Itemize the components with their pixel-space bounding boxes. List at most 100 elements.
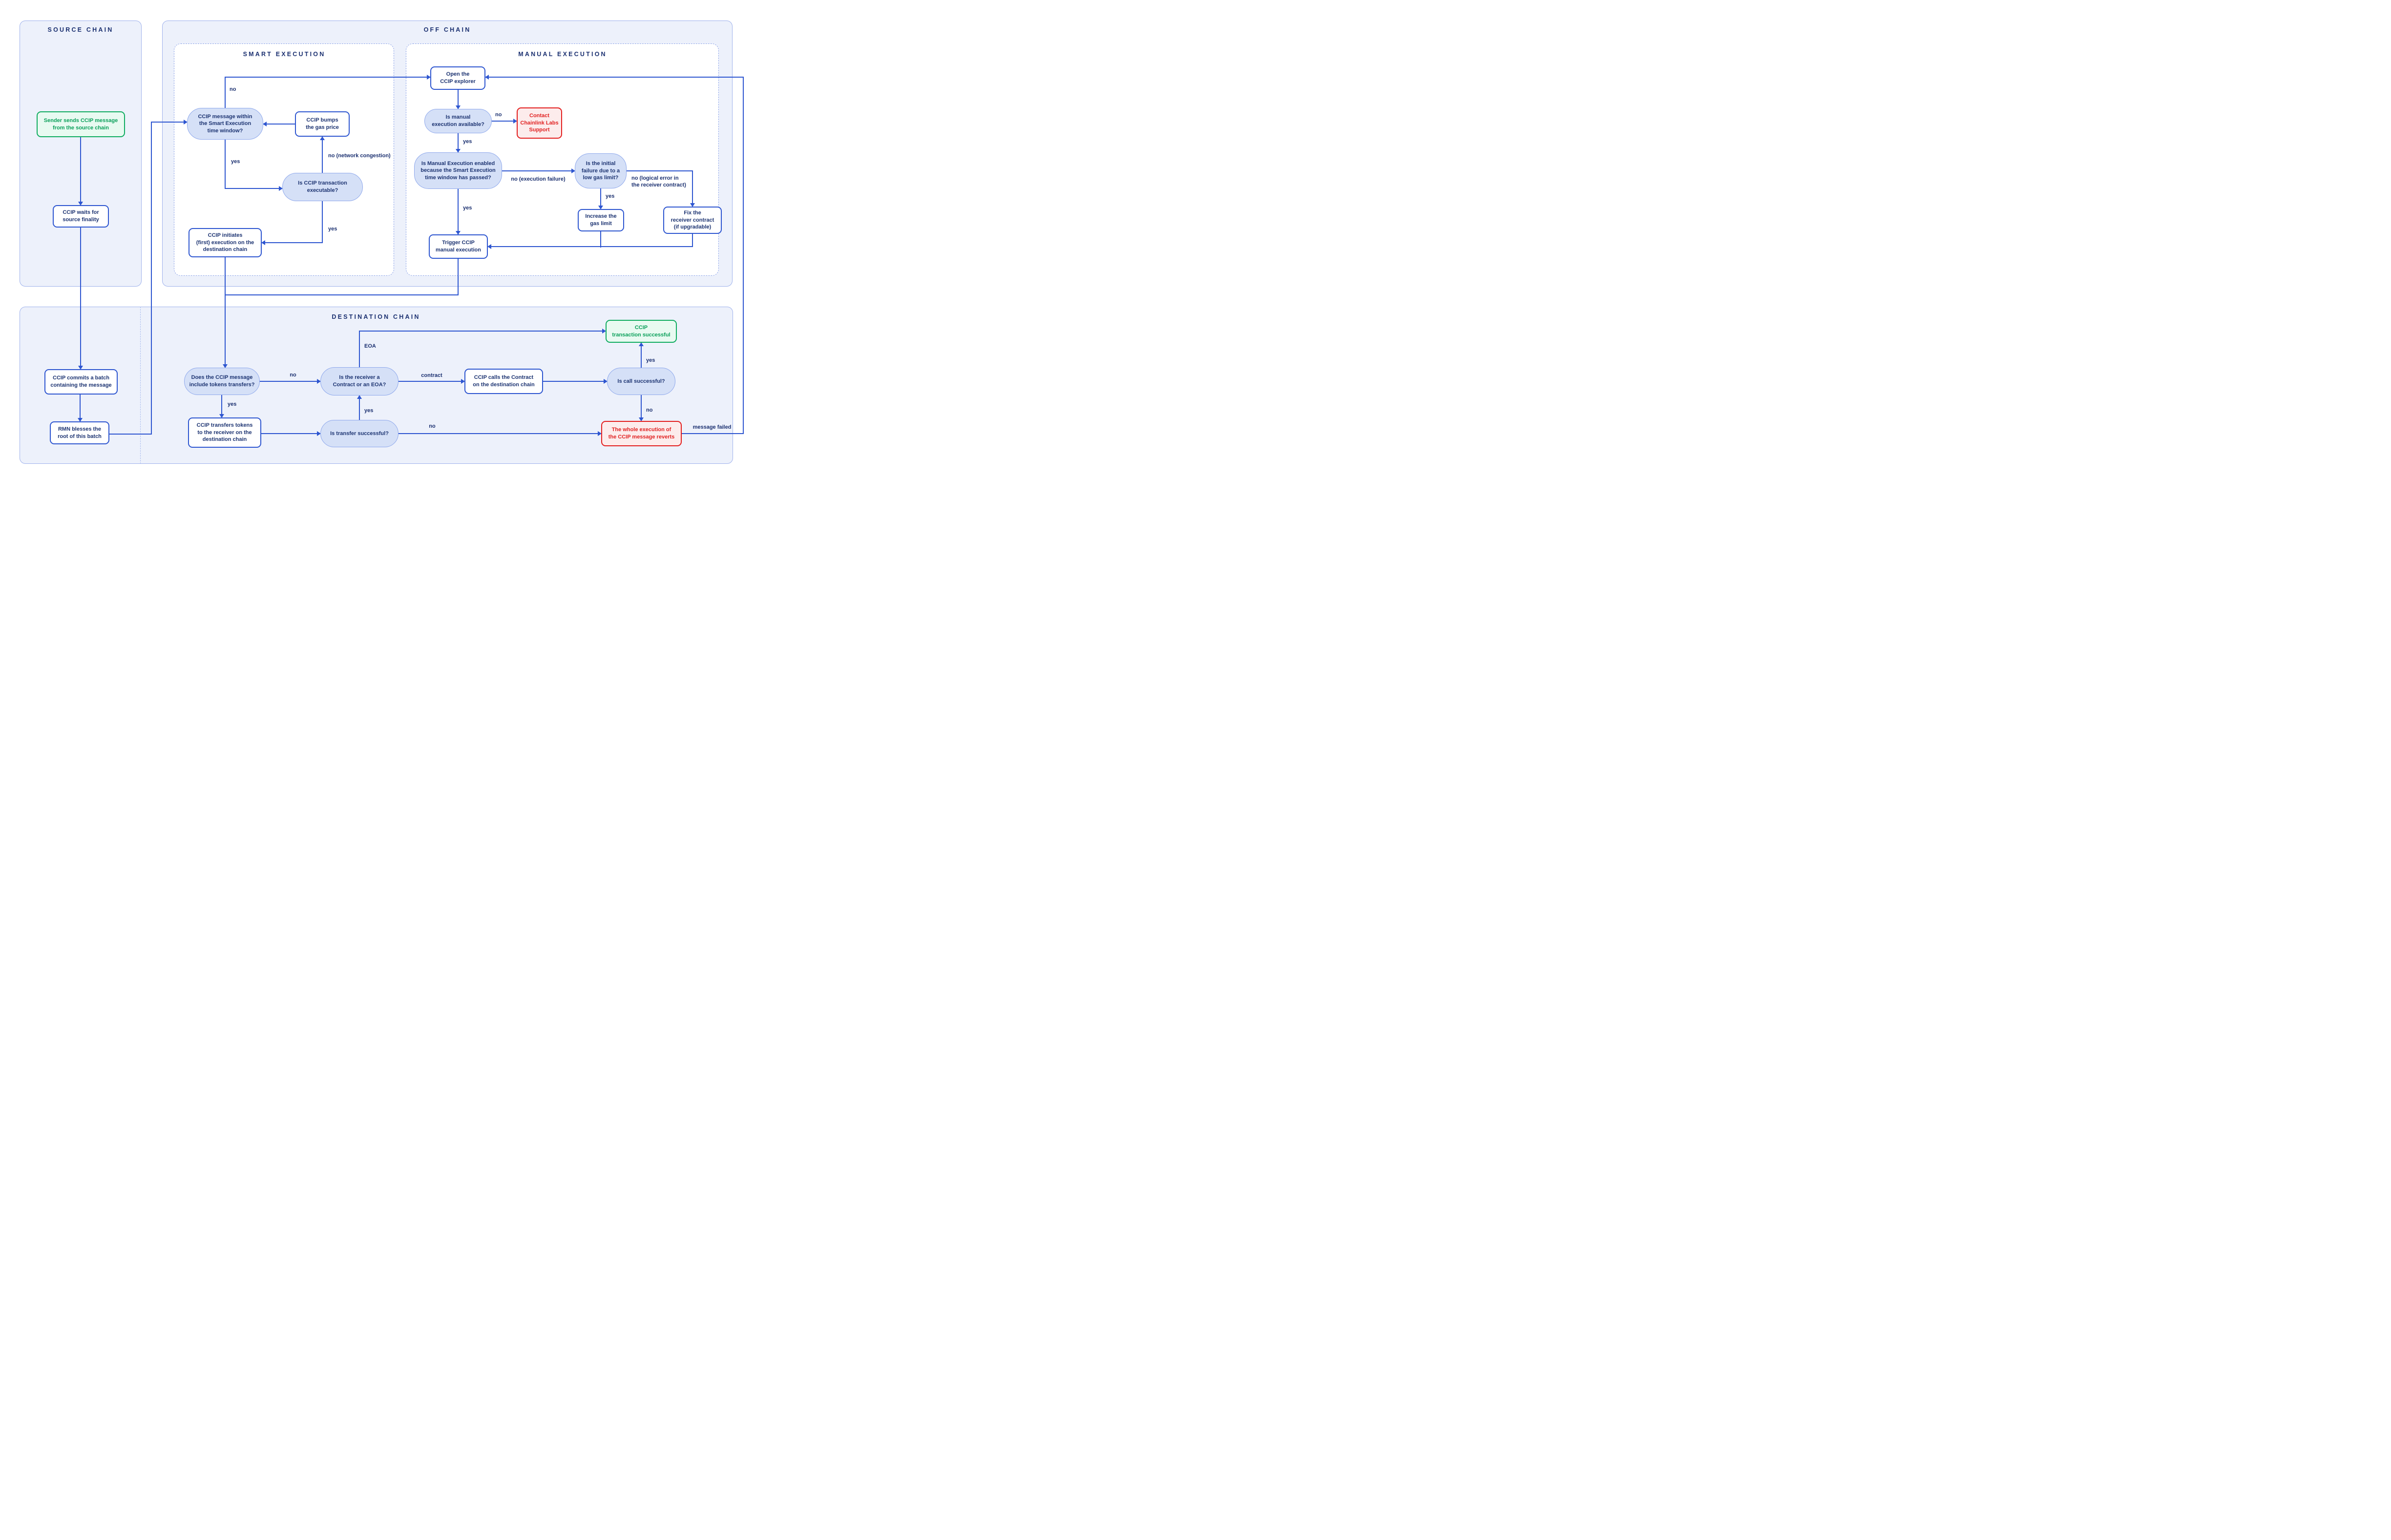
edge-segment-window-yes-to-executable	[225, 139, 226, 189]
edge-segment-explorer-to-available	[458, 89, 459, 106]
edge-segment-enabled-yes-to-trigger	[458, 188, 459, 231]
node-is-call-successful: Is call successful?	[607, 368, 675, 395]
edge-segment-initialfail-no-fix	[692, 170, 693, 204]
node-text-line: execution available?	[432, 122, 484, 127]
edge-segment-executable-no-to-bumps	[322, 140, 323, 173]
label-no-exec-failure: no (execution failure)	[511, 176, 566, 182]
label-yes-executable: yes	[328, 226, 337, 232]
edge-segment-reverts-loop-to-explorer	[681, 433, 744, 434]
node-text-line: Is call successful?	[617, 378, 665, 384]
arrowhead-initiate-to-tokens	[222, 364, 228, 368]
node-text-line: on the destination chain	[473, 382, 535, 388]
node-text-line: from the source chain	[53, 125, 109, 131]
smart-execution-title: SMART EXECUTION	[243, 51, 326, 58]
label-no-call: no	[646, 407, 653, 413]
edge-segment-callsuccess-no-to-reverts	[641, 395, 642, 418]
ccip-execution-flowchart: SOURCE CHAIN OFF CHAIN SMART EXECUTION M…	[0, 0, 752, 484]
node-text-line: transaction successful	[612, 332, 671, 338]
label-message-failed: message failed	[692, 424, 732, 430]
node-text-line: the gas price	[306, 125, 339, 130]
label-contract: contract	[421, 373, 442, 378]
label-no-window: no	[230, 86, 236, 92]
edge-segment-issuccess-no-to-reverts	[398, 433, 598, 434]
edge-segment-transfer-to-issuccess	[261, 433, 317, 434]
node-is-transfer-successful: Is transfer successful?	[320, 420, 398, 447]
arrowhead-tokens-yes-to-transfer	[219, 414, 224, 418]
arrowhead-window-no-to-explorer	[427, 74, 431, 80]
label-no-available: no	[495, 112, 502, 118]
arrowhead-calls-to-callsuccess	[604, 378, 608, 384]
arrowhead-initialfail-yes-increase	[598, 206, 603, 209]
node-text-line: Chainlink Labs	[520, 120, 559, 126]
edge-segment-issuccess-yes-to-receiver	[359, 398, 360, 420]
edge-segment-rmn-to-smart-entry	[151, 122, 184, 123]
edge-segment-initiate-to-tokens	[225, 257, 226, 365]
node-text-line: CCIP transfers tokens	[196, 422, 253, 429]
arrowhead-commits-to-rmn	[77, 418, 83, 422]
arrowhead-waits-to-commits	[78, 366, 83, 370]
node-text-line: Is Manual Execution enabled	[421, 160, 495, 166]
node-text-line: Is the receiver a	[339, 375, 380, 381]
edge-segment-available-yes-to-enabled	[458, 133, 459, 149]
arrowhead-explorer-to-available	[455, 105, 461, 109]
node-text-line: CCIP message within	[198, 113, 252, 120]
node-text-line: the Smart Execution	[199, 121, 252, 127]
edge-segment-waits-to-commits	[80, 227, 81, 366]
edge-segment-tokens-no-to-receiver	[259, 381, 317, 382]
node-text-line: gas limit	[590, 221, 612, 227]
edge-segment-receiver-eoa-to-success	[359, 331, 603, 332]
edge-segment-window-yes-to-executable	[225, 188, 279, 189]
node-text-line: CCIP initiates	[208, 232, 243, 239]
edge-segment-receiver-eoa-to-success	[359, 331, 360, 368]
edge-segment-initialfail-no-fix	[626, 170, 693, 171]
node-text-line: Is CCIP transaction	[298, 180, 347, 187]
node-text-line: source finality	[63, 217, 99, 223]
edge-segment-executable-yes-to-initiate	[322, 201, 323, 243]
edge-segment-rmn-to-smart-entry	[151, 122, 152, 435]
node-text-line: Does the CCIP message	[191, 375, 253, 381]
edge-segment-receiver-contract-to-calls	[398, 381, 461, 382]
node-text-line: failure due to a	[581, 167, 620, 174]
node-text-line: because the Smart Execution	[420, 167, 496, 174]
edge-segment-initialfail-yes-increase	[600, 188, 601, 206]
off-chain-title: OFF CHAIN	[423, 26, 471, 33]
node-text-line: root of this batch	[58, 433, 102, 439]
node-text-line: executable?	[307, 187, 338, 193]
node-text-line: manual execution	[436, 247, 481, 253]
node-text-line: CCIP bumps	[306, 117, 338, 124]
node-text-line: Fix the	[684, 210, 701, 216]
node-text-line: The whole execution of	[611, 427, 671, 433]
label-yes-tokens: yes	[228, 401, 237, 407]
arrowhead-initialfail-no-fix	[690, 203, 695, 207]
node-text-line: Increase the	[585, 213, 617, 220]
arrowhead-window-yes-to-executable	[279, 186, 283, 191]
node-text-line: Open the	[446, 71, 470, 78]
node-text-line: CCIP calls the Contract	[474, 375, 534, 381]
edge-segment-window-no-to-explorer	[225, 77, 226, 108]
arrowhead-tokens-no-to-receiver	[317, 378, 321, 384]
arrowhead-enabled-no-to-initialfail	[571, 168, 575, 173]
node-text-line: the CCIP message reverts	[608, 434, 675, 440]
node-text-line: Is manual	[445, 114, 471, 121]
label-yes-available: yes	[463, 139, 472, 145]
arrowhead-executable-yes-to-initiate	[261, 240, 265, 245]
node-text-line: Support	[529, 127, 550, 133]
label-no-transfer: no	[429, 423, 436, 429]
edge-segment-callsuccess-yes-to-success	[641, 346, 642, 368]
edge-segment-executable-yes-to-initiate	[265, 242, 323, 243]
node-text-line: time window has passed?	[425, 174, 491, 181]
